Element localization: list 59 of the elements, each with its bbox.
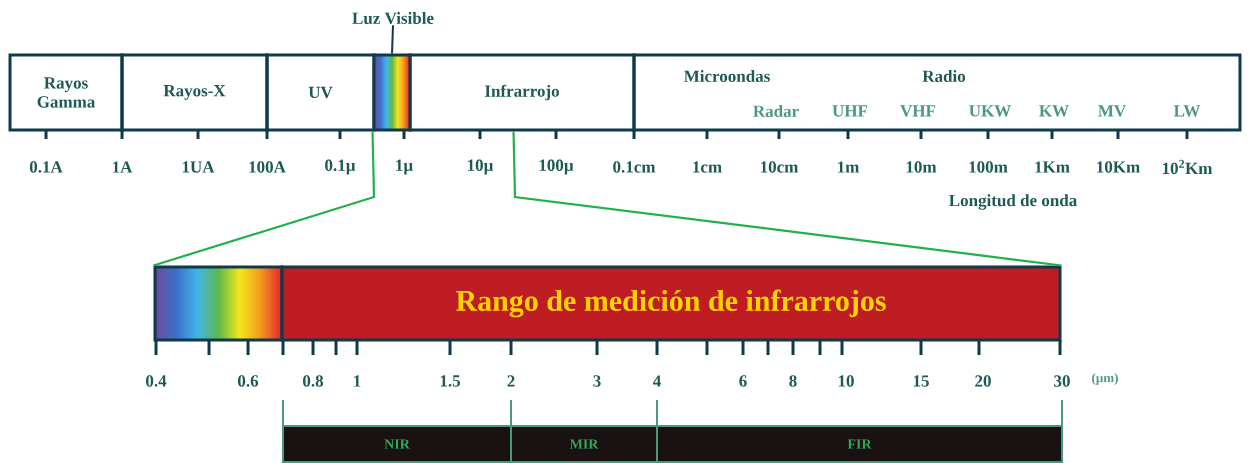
axis-title: Longitud de onda [949,194,1077,210]
axis-label: 1m [838,161,860,173]
band-segment: UV [265,53,376,132]
band-label: VHF [900,105,936,117]
axis-label: 10Km [1097,161,1140,173]
band-label: LW [1173,105,1201,117]
axis-label: 1A [113,161,133,173]
axis-label: 10cm [761,161,799,173]
band-label: KW [1039,105,1069,117]
axis-label: 1µ [396,159,413,175]
band-heading: Microondas [684,70,770,82]
axis-label: 10 [838,375,854,387]
heading-text: Luz Visible [352,12,434,24]
axis-label: 100A [249,161,286,173]
axis-label: 2 [507,375,515,387]
axis-label: 0.1cm [613,161,656,173]
axis-label: 1Km [1035,161,1070,173]
axis-label: 15 [913,375,929,387]
axis-label: 100µ [539,159,574,175]
axis-label: 0.1A [29,161,63,173]
spectrum-bar [372,53,412,132]
zoom-line [153,131,376,267]
band-segment: Rayos Gamma [8,53,124,132]
node-label: NIR [384,439,410,449]
band-box: NIR [282,425,512,463]
spectrum-bar [153,265,284,342]
axis-label: 0.8 [303,375,324,387]
node-label: FIR [847,439,872,449]
axis-label: 0.1µ [325,159,356,175]
axis-label: 8 [789,375,797,387]
axis-label: 3 [593,375,601,387]
zoom-line [512,131,1062,267]
axis-label: 20 [975,375,991,387]
axis-label: 10$^{2}$Km [1162,159,1213,175]
band-box: MIR [510,425,658,463]
axis-label: 100m [969,161,1008,173]
band-heading: Radio [922,70,966,82]
band-segment: Rayos-X [120,53,269,132]
band-label: UKW [969,105,1011,117]
axis-label: 1.5 [440,375,460,387]
node-label: MIR [569,439,599,449]
range-bar: Rango de medición de infrarrojos [280,265,1062,342]
axis-label: 6 [739,375,747,387]
axis-label: 0.6 [238,375,259,387]
axis-label: 0.4 [146,375,167,387]
axis-label: 10µ [468,159,494,175]
axis-label: 1UA [182,161,215,173]
axis-label: 10m [906,161,937,173]
band-label: UHF [832,105,868,117]
axis-label: 1cm [693,161,722,173]
axis-label: (µm) [1092,373,1118,385]
axis-label: 1 [354,375,361,387]
band-segment: Infrarrojo [408,53,636,132]
band-label: Radar [753,105,799,117]
leader-line [391,24,394,55]
band-segment [632,53,1242,132]
axis-label: 4 [653,375,661,387]
band-label: MV [1098,105,1126,117]
axis-label: 30 [1054,375,1070,387]
